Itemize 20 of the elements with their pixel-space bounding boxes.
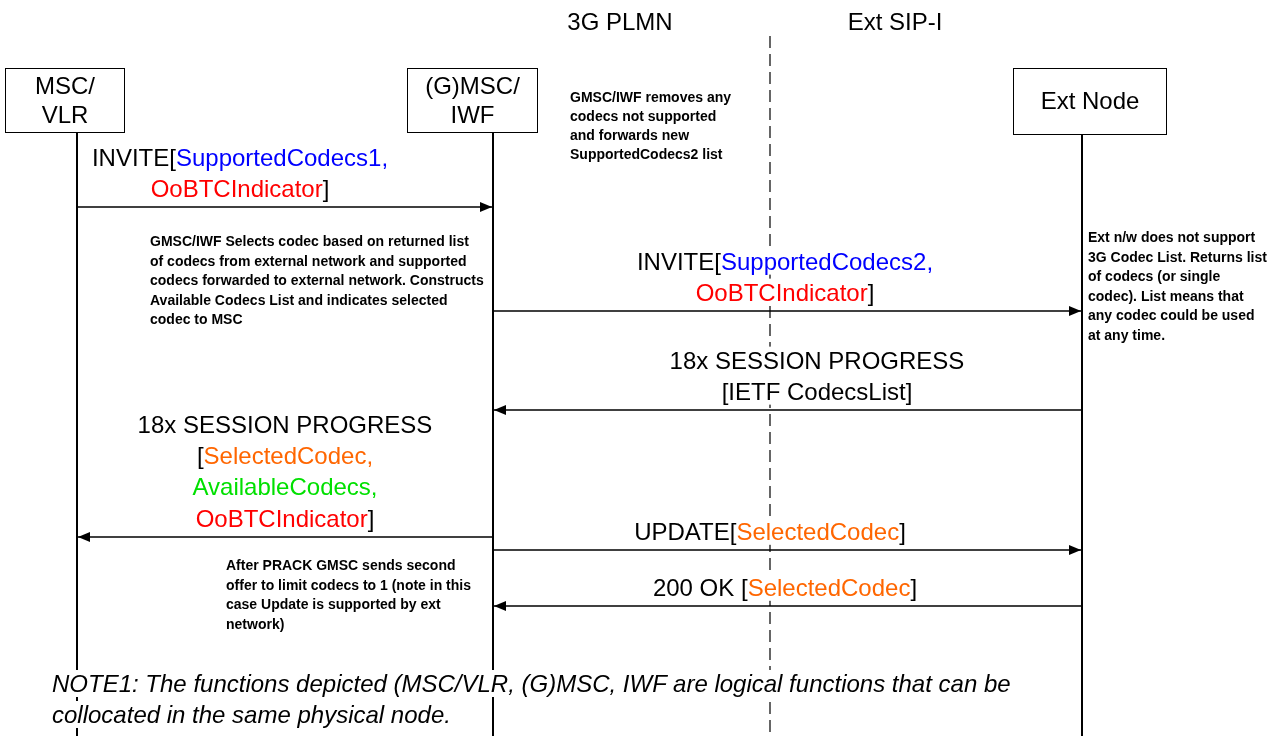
participant-box: MSC/VLR: [5, 68, 125, 133]
message-arrow: [493, 306, 1082, 316]
message-arrow: [493, 545, 1082, 555]
lifeline: [492, 133, 494, 736]
message-arrow: [77, 202, 493, 212]
footnote-text: NOTE1: The functions depicted (MSC/VLR, (G)MSC, IWF are logical functions that can be collocated in the same physical node.: [52, 669, 1012, 731]
note-text: After PRACK GMSC sends second offer to limit codecs to 1 (note in this case Update is supported by ext network): [226, 556, 472, 634]
participant-box: Ext Node: [1013, 68, 1167, 135]
note-text: Ext n/w does not support 3G Codec List. Returns list of codecs (or single codec). List means that any codec could be used at any time.: [1088, 228, 1268, 345]
note-text: GMSC/IWF Selects codec based on returned list of codecs from external network and supported codecs forwarded to external network. Constructs Available Codecs List and indicates selected codec to MSC: [150, 232, 485, 330]
message-arrow: [77, 532, 493, 542]
participant-box: (G)MSC/IWF: [407, 68, 538, 133]
message-arrow: [493, 601, 1082, 611]
note-text: GMSC/IWF removes any codecs not supported and forwards new SupportedCodecs2 list: [570, 88, 733, 165]
lifeline: [76, 133, 78, 736]
message-label: 18x SESSION PROGRESS [IETF CodecsList]: [668, 345, 966, 407]
message-arrow: [493, 405, 1082, 415]
region-label: Ext SIP-I: [846, 8, 944, 37]
region-label: 3G PLMN: [566, 8, 674, 37]
lifeline: [1081, 135, 1083, 736]
